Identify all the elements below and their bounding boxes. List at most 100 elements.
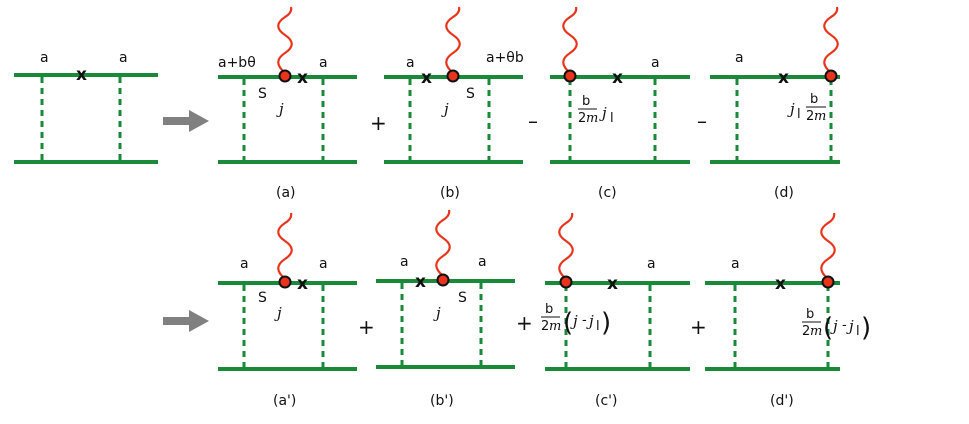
vertex-dot: [278, 69, 292, 83]
caption-b: (b): [440, 185, 460, 201]
label-j-l: j: [787, 100, 795, 118]
caption-c-prime: (c'): [595, 393, 617, 409]
subscript-l: l: [610, 111, 614, 126]
fraction-b-over-2m: b 2 m: [541, 302, 561, 334]
plus-operator: +: [690, 315, 707, 339]
fraction-denominator-m: m: [586, 111, 598, 126]
subscript-l: l: [856, 324, 860, 339]
diagram-a: a+bθ a x S j (a): [218, 5, 357, 201]
subscript-l: l: [797, 107, 801, 122]
diagram-a-prime: a a x S j (a'): [218, 211, 357, 409]
vertex-dot: [824, 69, 838, 83]
vertex-dot: [563, 69, 577, 83]
label-j: j: [276, 100, 284, 118]
label-S: S: [258, 86, 267, 102]
fraction-denominator-2: 2: [578, 111, 586, 126]
label-a: a: [731, 256, 740, 272]
diagram-c-prime: a x b 2 m ( j - j l ) (c'): [541, 211, 690, 409]
label-j-l: j: [846, 317, 854, 335]
caption-a: (a): [276, 185, 296, 201]
fraction-numerator: b: [582, 94, 590, 109]
left-paren: (: [823, 313, 833, 343]
fraction-b-over-2m: b 2 m: [802, 307, 822, 339]
label-a: a: [319, 256, 328, 272]
plus-operator: +: [370, 111, 387, 135]
label-S: S: [466, 86, 475, 102]
cross-mark: x: [297, 274, 308, 294]
label-a: a: [40, 50, 49, 66]
label-a: a: [478, 254, 487, 270]
diagram-d: a x j l b 2 m (d): [710, 5, 840, 201]
fraction-numerator: b: [810, 92, 818, 107]
vertex-dot: [821, 275, 835, 289]
label-a: a: [651, 55, 660, 71]
label-j: j: [274, 304, 282, 322]
label-a: a: [406, 55, 415, 71]
caption-b-prime: (b'): [430, 393, 454, 409]
vertex-dot: [278, 275, 292, 289]
photon-line: [445, 5, 461, 75]
diagram-b-prime: a a x S j (b'): [376, 208, 515, 409]
cross-mark: x: [775, 274, 786, 294]
caption-d-prime: (d'): [770, 393, 794, 409]
cross-mark: x: [297, 68, 308, 88]
diagram-base: a a x: [14, 50, 158, 164]
fraction-numerator: b: [545, 302, 553, 317]
diagram-d-prime: a x b 2 m ( j - j l ) (d'): [705, 211, 871, 409]
fraction-denominator-2: 2: [541, 319, 549, 334]
cross-mark: x: [612, 68, 623, 88]
label-a-plus-btheta: a+bθ: [218, 55, 256, 71]
plus-operator: +: [358, 315, 375, 339]
photon-line: [277, 5, 293, 75]
subscript-l: l: [596, 319, 600, 334]
plus-operator: +: [516, 311, 533, 335]
fraction-b-over-2m: b 2 m: [806, 92, 826, 124]
fraction-denominator-2: 2: [806, 109, 814, 124]
photon-line: [277, 211, 293, 281]
right-paren: ): [861, 313, 871, 343]
fraction-b-over-2m: b 2 m: [578, 94, 598, 126]
cross-mark: x: [76, 65, 87, 85]
vertex-dot: [446, 69, 460, 83]
label-j-l: j: [599, 104, 607, 122]
label-j: j: [830, 317, 838, 335]
fraction-denominator-m: m: [814, 109, 826, 124]
label-j-l: j: [586, 312, 594, 330]
cross-mark: x: [415, 272, 426, 292]
photon-line: [823, 5, 839, 75]
photon-line: [435, 208, 451, 278]
label-j: j: [441, 100, 449, 118]
fraction-numerator: b: [806, 307, 814, 322]
caption-d: (d): [774, 185, 794, 201]
label-a: a: [647, 256, 656, 272]
minus-operator: –: [528, 109, 538, 133]
arrow-icon: [163, 310, 209, 332]
label-j: j: [570, 312, 578, 330]
cross-mark: x: [778, 68, 789, 88]
cross-mark: x: [421, 68, 432, 88]
photon-line: [562, 5, 578, 75]
label-a: a: [119, 50, 128, 66]
label-a: a: [735, 50, 744, 66]
label-a: a: [319, 55, 328, 71]
fraction-denominator-2: 2: [802, 324, 810, 339]
fraction-denominator-m: m: [549, 319, 561, 334]
photon-line: [558, 211, 574, 281]
label-S: S: [458, 290, 467, 306]
minus-operator: –: [697, 109, 707, 133]
caption-c: (c): [598, 185, 617, 201]
diagram-c: a x b 2 m j l (c): [550, 5, 690, 201]
fraction-denominator-m: m: [810, 324, 822, 339]
caption-a-prime: (a'): [273, 393, 296, 409]
vertex-dot: [436, 273, 450, 287]
right-paren: ): [601, 308, 611, 338]
label-j: j: [433, 304, 441, 322]
label-S: S: [258, 290, 267, 306]
label-a: a: [240, 256, 249, 272]
arrow-icon: [163, 110, 209, 132]
minus-sign: -: [582, 313, 587, 328]
diagram-b: a a+θb x S j (b): [384, 5, 524, 201]
label-a-plus-thetab: a+θb: [486, 50, 524, 66]
photon-line: [820, 211, 836, 281]
